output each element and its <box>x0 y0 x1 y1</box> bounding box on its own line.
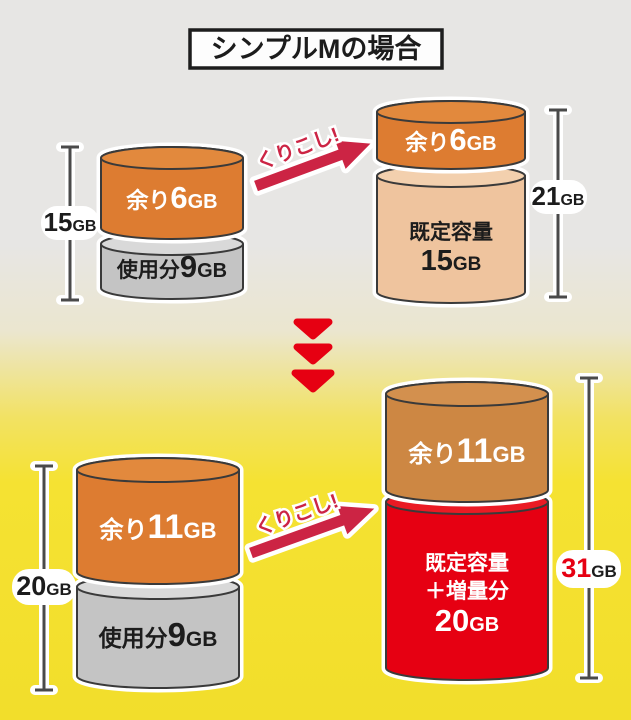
carryover-arrow-top: くりこし! <box>249 121 375 196</box>
used-label: 使用分9GB <box>116 249 227 284</box>
base-label-line2: ＋増量分 <box>425 579 509 603</box>
down-arrows-icon <box>291 318 335 393</box>
down-triangle-icon <box>293 343 333 365</box>
carryover-arrow-icon <box>254 140 371 192</box>
base-label-line1: 既定容量 <box>425 551 509 575</box>
total-badge <box>556 550 621 588</box>
cylinder-bottom-before: 余り11GB 使用分9GB <box>72 453 244 693</box>
down-triangle-icon <box>291 369 335 393</box>
cylinder-top-after: 余り6GB 既定容量 15GB <box>372 96 530 308</box>
remain-segment-lid <box>385 381 549 407</box>
base-label-line3: 20GB <box>435 603 499 638</box>
base-label-line2: 15GB <box>421 245 482 277</box>
measure-bottom-before: 20GB <box>12 461 76 695</box>
cylinder-top-before: 余り6GB 使用分9GB <box>96 142 248 304</box>
cylinder-bottom-after: 余り11GB 既定容量 ＋増量分 20GB <box>381 377 553 685</box>
remain-label: 余り6GB <box>125 180 217 215</box>
measure-top-before: 15GB <box>41 142 99 305</box>
total-label: 21GB <box>532 181 585 211</box>
total-label: 20GB <box>16 571 72 601</box>
title-border <box>188 28 444 70</box>
remain-label: 余り11GB <box>408 432 526 470</box>
title-box: シンプルMの場合 <box>188 28 444 70</box>
carryover-arrow-icon <box>249 506 375 559</box>
total-badge <box>41 206 99 240</box>
measure-line <box>580 376 598 680</box>
remain-label: 余り6GB <box>404 122 496 157</box>
carryover-arrow-bottom: くりこし! <box>244 488 379 563</box>
used-label: 使用分9GB <box>98 616 218 653</box>
down-triangle-icon <box>293 318 333 340</box>
remain-segment-lid <box>100 146 244 170</box>
page-title: シンプルMの場合 <box>211 33 422 64</box>
remain-label: 余り11GB <box>99 508 217 546</box>
total-badge <box>530 180 587 214</box>
measure-top-after: 21GB <box>530 105 587 302</box>
total-badge <box>12 569 76 605</box>
total-label: 15GB <box>44 207 97 237</box>
remain-segment-lid <box>76 457 240 483</box>
measure-bottom-after: 31GB <box>556 373 621 683</box>
base-label-line1: 既定容量 <box>409 220 493 244</box>
total-label: 31GB <box>561 553 617 583</box>
remain-segment-lid <box>376 100 526 124</box>
